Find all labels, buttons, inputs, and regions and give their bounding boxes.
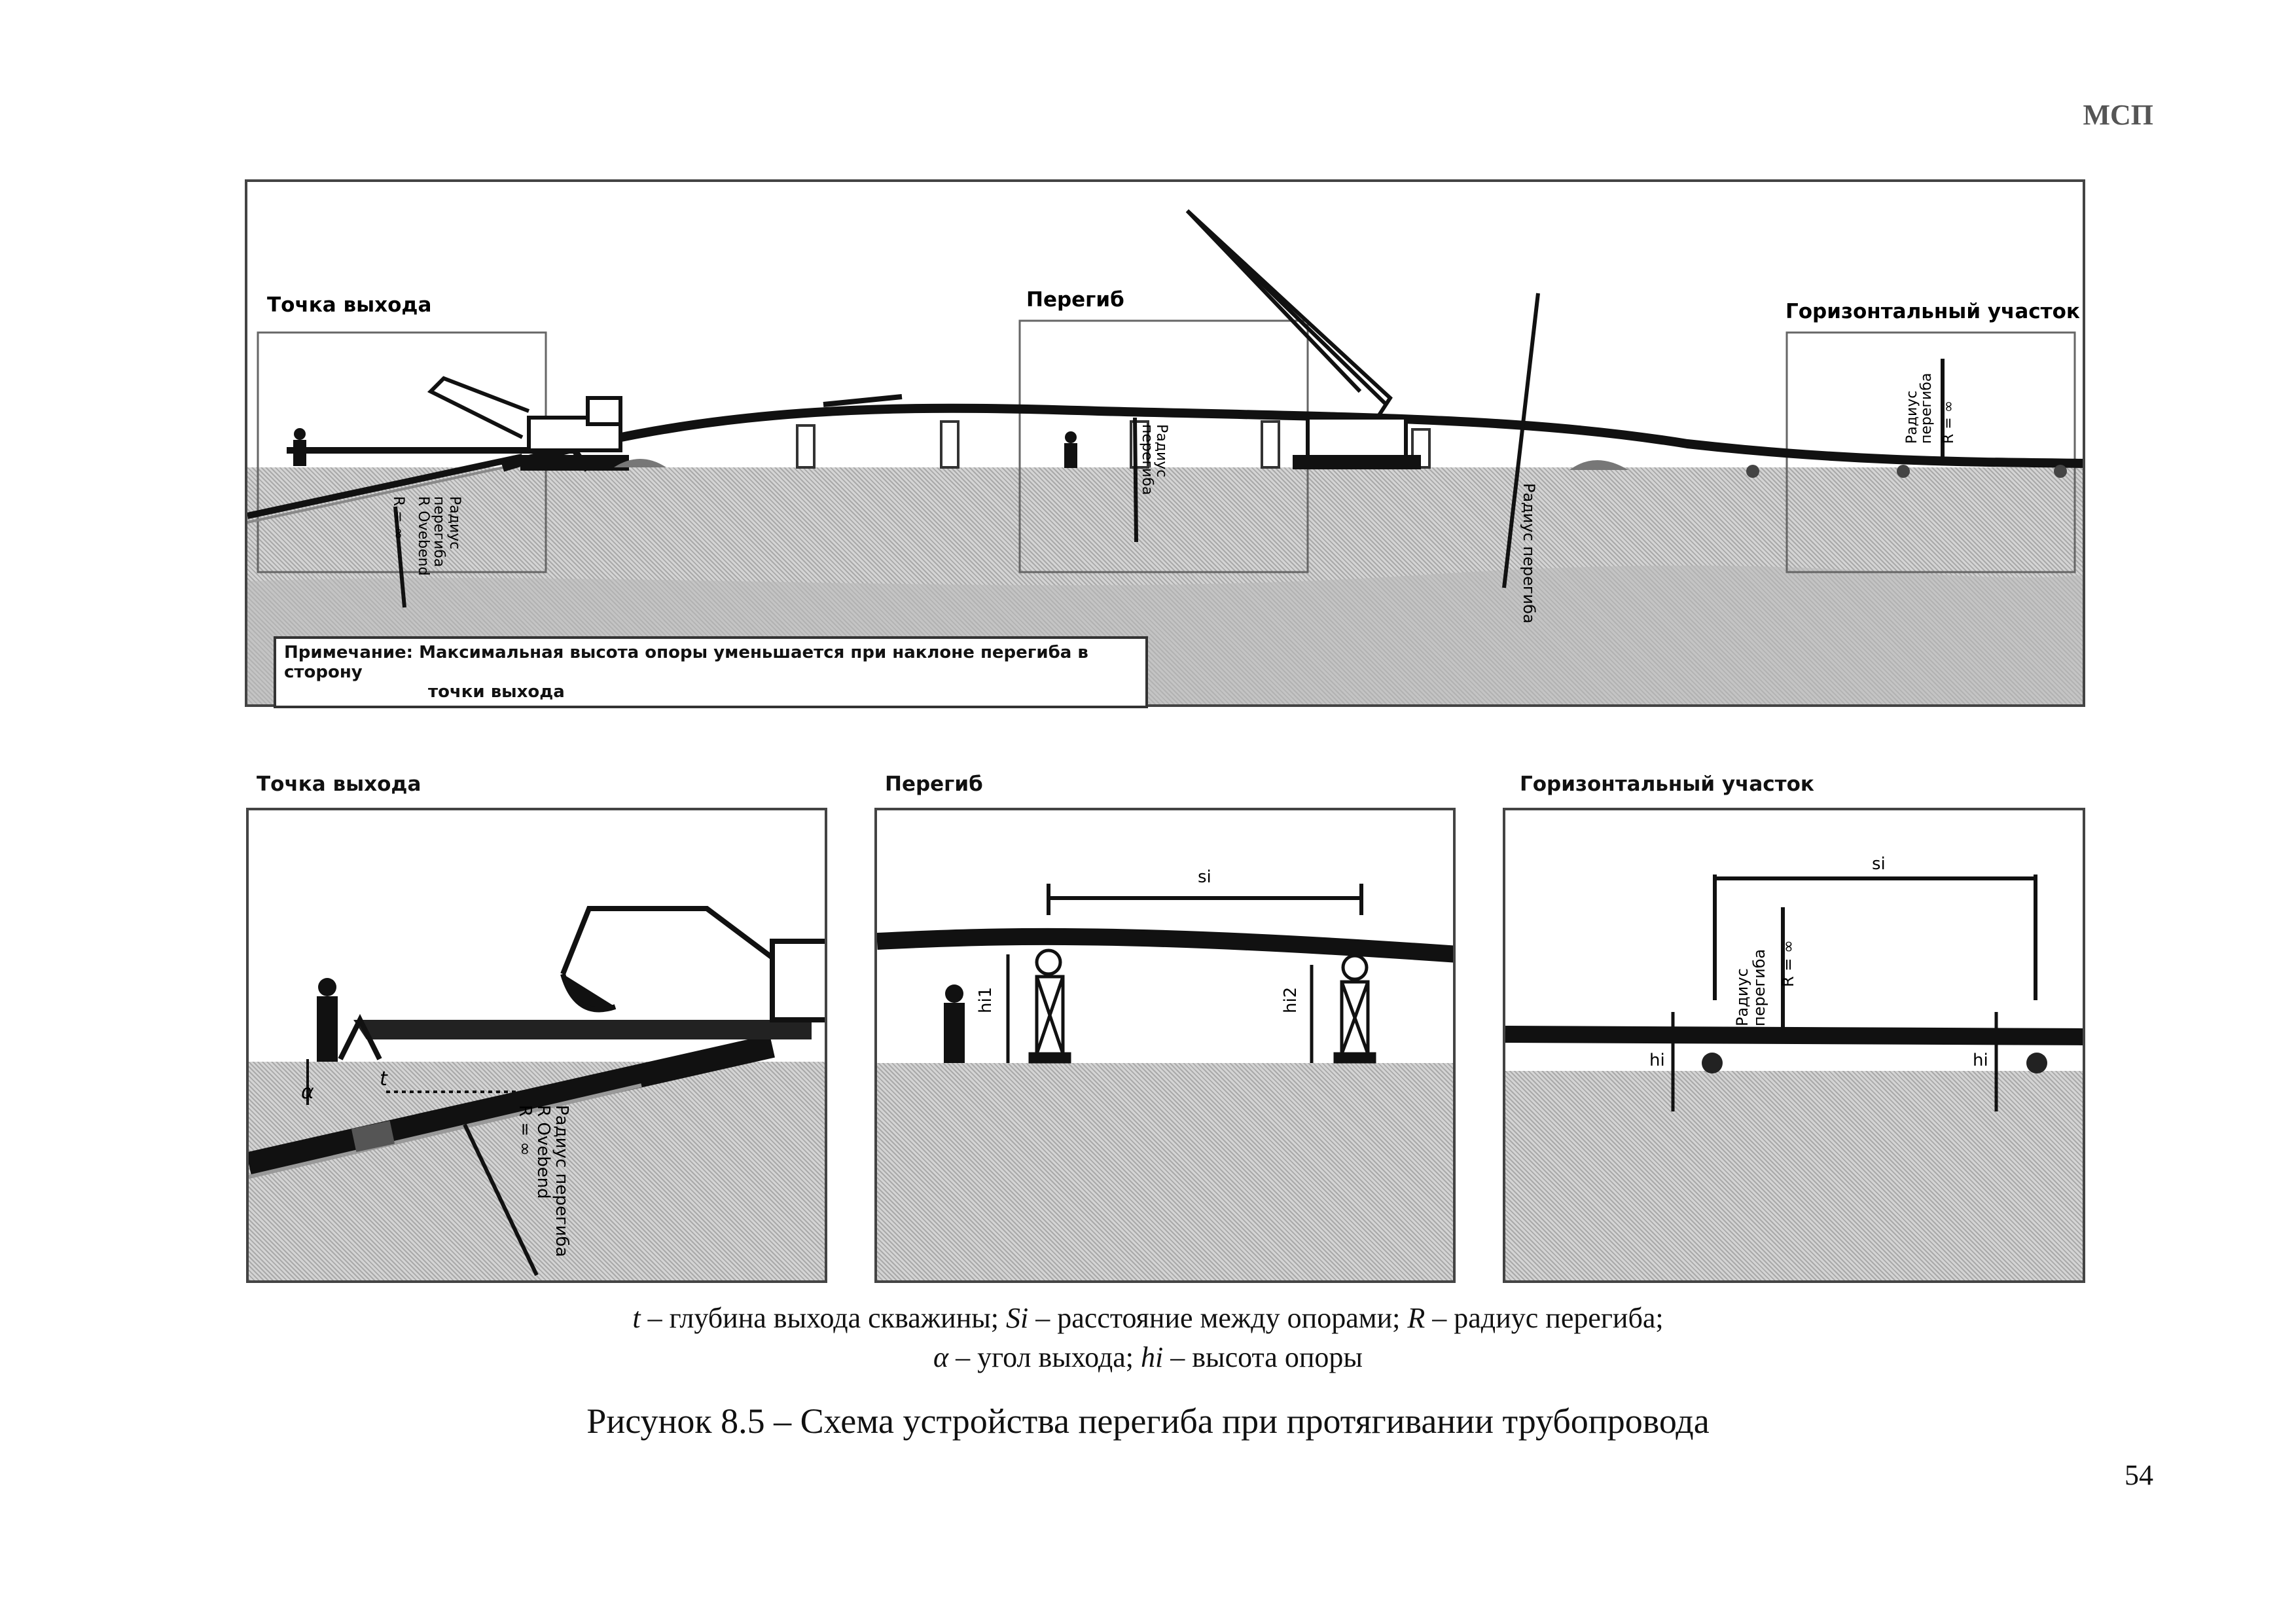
pull-direction-arrow (823, 394, 903, 407)
horizontal-span-label: si (1872, 854, 1886, 874)
radius-exit-line2: перегиба (431, 496, 447, 567)
label-horizontal-section: Горизонтальный участок (1785, 300, 2080, 323)
radius-bend-line1: Радиус (1153, 424, 1170, 477)
worker-bend-detail (944, 984, 965, 1063)
span-dimension (1047, 884, 1363, 915)
detail-exit-title: Точка выхода (257, 772, 422, 796)
legend-h-symbol: hi (1141, 1341, 1164, 1373)
radius-mid-label: Радиус перегиба (1520, 483, 1538, 624)
legend-alpha-desc: – угол выхода; (948, 1341, 1141, 1373)
horizontal-radius-line2: перегиба (1750, 949, 1768, 1026)
radius-exit-line3: R Ovebend (415, 496, 431, 576)
overview-diagram: Точка выхода Перегиб Горизонтальный учас… (245, 179, 2085, 707)
detail-horizontal-title: Горизонтальный участок (1520, 772, 1814, 796)
detail-bend-diagram: si hi1 hi2 (874, 808, 1456, 1283)
note-line-1: Примечание: Максимальная высота опоры ум… (284, 643, 1088, 682)
detail-exit-drawing: α t Радиус перегиба R Ovebend R = ∞ (249, 906, 825, 1276)
radius-horiz-line3: R = ∞ (1941, 401, 1957, 444)
exit-pipe (249, 1034, 775, 1176)
legend-alpha-symbol: α (933, 1341, 949, 1373)
label-bend: Перегиб (1026, 288, 1124, 312)
legend-s-desc: – расстояние между опорами; (1028, 1302, 1408, 1334)
bend-support-1 (1028, 948, 1071, 1064)
crane (1185, 209, 1421, 469)
legend-s-symbol: Si (1006, 1302, 1029, 1334)
legend-t-symbol: t (632, 1302, 641, 1334)
legend-h-desc: – высота опоры (1163, 1341, 1363, 1373)
radius-exit-line4: R = ∞ (390, 496, 406, 539)
horizontal-h-label-2: hi (1973, 1051, 1988, 1070)
roller-1 (1702, 1053, 1723, 1074)
bend-pipe (877, 928, 1453, 963)
detail-horizontal-diagram: si hi hi Радиус перегиба R = ∞ (1503, 808, 2085, 1283)
radius-exit-line1: Радиус (446, 496, 463, 549)
legend-t-desc: – глубина выхода скважины; (640, 1302, 1007, 1334)
figure-caption: Рисунок 8.5 – Схема устройства перегиба … (586, 1401, 1710, 1441)
document-code: МСП (2083, 99, 2153, 131)
exit-radius-line (463, 1123, 539, 1276)
excavator (427, 376, 629, 471)
bend-span-label: si (1198, 867, 1211, 887)
exit-radius-line2: R Ovebend (533, 1105, 553, 1199)
legend-r-symbol: R (1407, 1302, 1426, 1334)
label-exit-point: Точка выхода (267, 293, 431, 317)
legend-line-1: t – глубина выхода скважины; Si – рассто… (0, 1301, 2296, 1335)
horizontal-span-dimension (1713, 875, 2037, 1000)
detail-bend-title: Перегиб (885, 772, 983, 796)
detail-bend-drawing: si hi1 hi2 (877, 867, 1453, 1064)
excavator-detail (560, 906, 825, 1022)
legend-line-2: α – угол выхода; hi – высота опоры (0, 1341, 2296, 1374)
horizontal-radius-line1: Радиус (1733, 968, 1751, 1026)
symbol-t: t (380, 1068, 388, 1091)
pipe-supports (796, 420, 1431, 469)
page-number: 54 (2125, 1459, 2153, 1491)
worker-exit (293, 428, 306, 466)
overview-drawing: Точка выхода Перегиб Горизонтальный учас… (247, 209, 2083, 704)
horizontal-radius-line3: R = ∞ (1779, 940, 1797, 987)
legend-r-desc: – радиус перегиба; (1425, 1302, 1664, 1334)
detail-exit-diagram: α t Радиус перегиба R Ovebend R = ∞ (246, 808, 827, 1283)
exit-radius-line1: Радиус перегиба (552, 1105, 571, 1257)
roller-2 (2026, 1053, 2047, 1074)
symbol-alpha: α (301, 1081, 314, 1104)
detail-horizontal-drawing: si hi hi Радиус перегиба R = ∞ (1505, 854, 2083, 1111)
bend-h1-label: hi1 (976, 987, 996, 1013)
note-line-2: точки выхода (428, 682, 565, 702)
worker-detail (317, 978, 338, 1062)
radius-bend-line2: перегиба (1139, 424, 1155, 495)
horizontal-pipe (1505, 1026, 2083, 1045)
bend-support-2 (1333, 954, 1376, 1064)
radius-horiz-line1: Радиус (1904, 391, 1920, 444)
radius-horiz-line2: перегиба (1918, 373, 1935, 444)
exit-radius-line3: R = ∞ (515, 1105, 535, 1156)
horizontal-h-label-1: hi (1649, 1051, 1665, 1070)
bend-h2-label: hi2 (1281, 987, 1300, 1013)
overview-note: Примечание: Максимальная высота опоры ум… (274, 636, 1148, 708)
